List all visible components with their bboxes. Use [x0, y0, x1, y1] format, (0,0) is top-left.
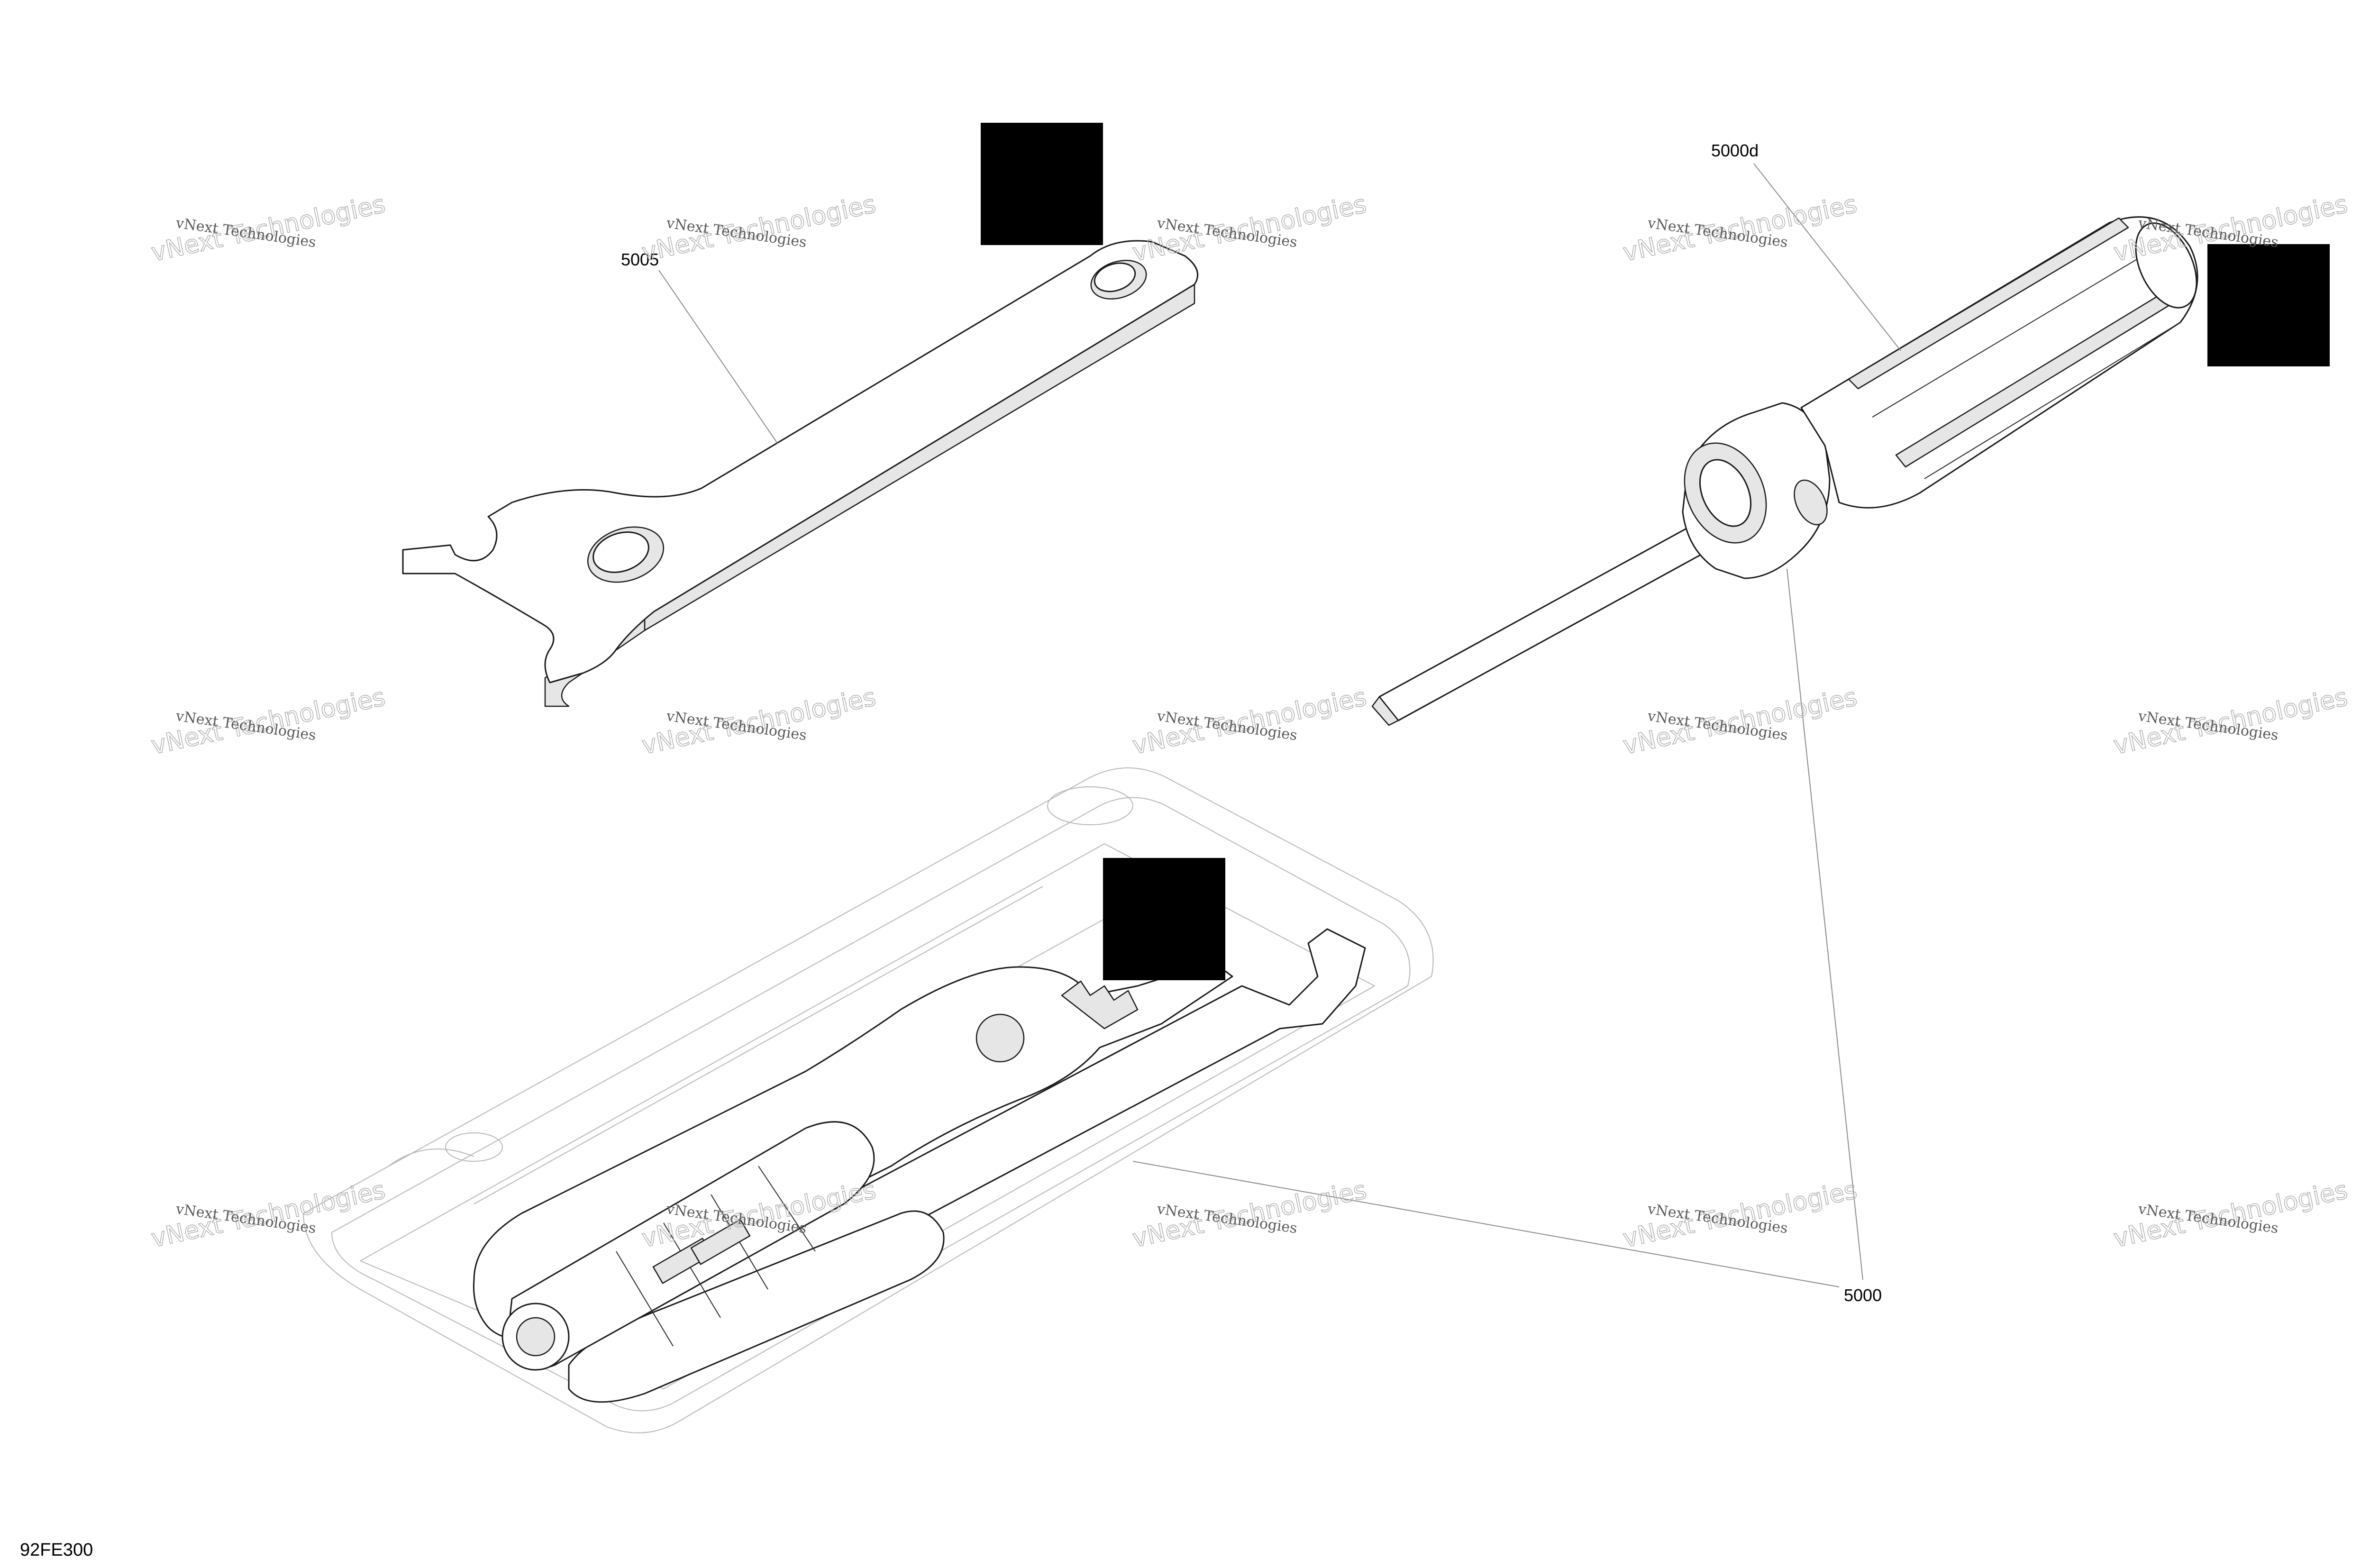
leader-5005 — [658, 270, 778, 444]
watermark: vNext Technologies vNext Technologies — [1130, 1176, 1369, 1254]
watermark: vNext Technologies vNext Technologies — [2111, 1176, 2351, 1254]
screwdriver — [1371, 216, 2198, 726]
watermark: vNext Technologies vNext Technologies — [148, 683, 388, 761]
redaction-box-3 — [1103, 858, 1225, 980]
watermark: vNext Technologies vNext Technologies — [1130, 683, 1369, 761]
leader-5000-kit — [1132, 1161, 1840, 1287]
redaction-box-2 — [2207, 244, 2330, 366]
leader-lines — [658, 163, 1901, 1287]
spanner-wrench — [402, 240, 1199, 707]
callout-5000: 5000 — [1844, 1285, 1882, 1305]
watermark: vNext Technologies vNext Technologies — [639, 190, 879, 268]
watermark: vNext Technologies vNext Technologies — [1620, 190, 1860, 268]
watermark: vNext Technologies vNext Technologies — [1620, 683, 1860, 761]
watermark: vNext Technologies vNext Technologies — [1620, 1176, 1860, 1254]
leader-5000-screwdriver — [1787, 568, 1863, 1280]
watermark: vNext Technologies vNext Technologies — [1130, 190, 1369, 268]
watermark: vNext Technologies vNext Technologies — [639, 683, 879, 761]
watermark: vNext Technologies vNext Technologies — [148, 1176, 388, 1254]
watermark: vNext Technologies vNext Technologies — [148, 190, 388, 268]
callout-5005: 5005 — [621, 250, 659, 269]
tool-kit-pouch — [303, 767, 1434, 1433]
watermark: vNext Technologies vNext Technologies — [2111, 683, 2351, 761]
drawing-code: 92FE300 — [20, 1540, 93, 1560]
redaction-box-1 — [981, 123, 1103, 245]
callout-5000d: 5000d — [1711, 141, 1759, 160]
leader-5000d — [1753, 163, 1901, 351]
